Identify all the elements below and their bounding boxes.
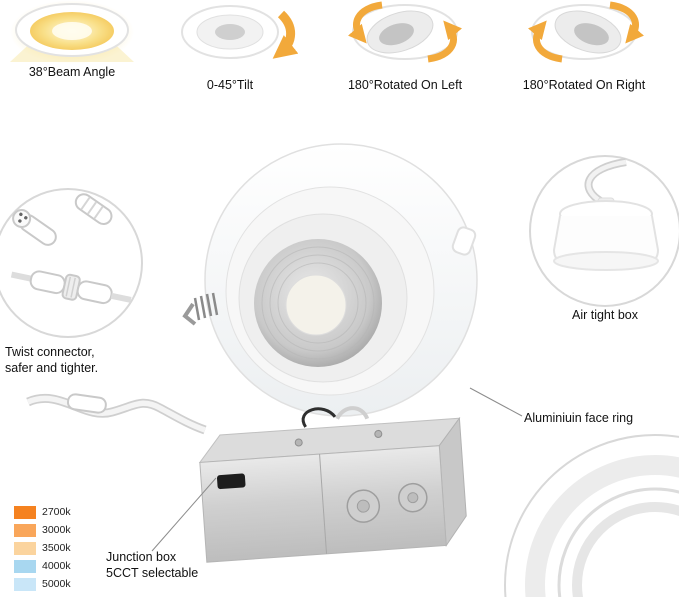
cct-legend-item: 2700k <box>14 503 71 521</box>
thumb-tilt-photo <box>181 5 299 59</box>
cct-legend-label: 3500k <box>42 542 71 554</box>
cct-color-swatch <box>14 523 36 537</box>
thumb-rotate-right-photo <box>527 1 645 63</box>
feature-label-beam-angle: 38°Beam Angle <box>28 65 116 79</box>
face-ring-detail-circle <box>504 434 679 597</box>
rotate-left-arrow2-icon <box>427 20 463 63</box>
cct-legend-label: 5000k <box>42 578 71 590</box>
callout-junction-box-line2: 5CCT selectable <box>106 566 199 580</box>
callout-face-ring: Aluminiuin face ring <box>524 411 634 425</box>
cct-legend-label: 2700k <box>42 506 71 518</box>
cct-legend-item: 3000k <box>14 521 71 539</box>
leader-line-junction-box <box>151 477 217 552</box>
cct-color-swatch <box>14 559 36 573</box>
mounting-clip-icon <box>182 292 219 326</box>
thumb-beam-angle-photo <box>10 0 134 64</box>
callout-junction-box-line1: Junction box <box>106 550 177 564</box>
rotate-left-arrow-icon <box>347 1 383 44</box>
feature-label-tilt: 0-45°Tilt <box>206 78 254 92</box>
cct-legend-item: 4000k <box>14 557 71 575</box>
callout-twist-connector-line1: Twist connector, <box>5 345 95 359</box>
cct-color-swatch <box>14 577 36 591</box>
tilt-arrow-icon <box>272 10 299 59</box>
junction-box-slot <box>216 473 246 490</box>
cct-legend-label: 3000k <box>42 524 71 536</box>
cct-legend-item: 5000k <box>14 575 71 593</box>
callout-twist-connector: Twist connector, safer and tighter. <box>5 344 145 376</box>
cct-color-swatch <box>14 541 36 555</box>
air-tight-box-detail-circle <box>529 155 679 307</box>
callout-junction-box: Junction box 5CCT selectable <box>106 549 246 581</box>
feature-label-rotate-right: 180°Rotated On Right <box>522 78 646 92</box>
twist-connector-detail-circle <box>0 188 143 338</box>
main-light-photo <box>182 143 478 417</box>
cct-legend-item: 3500k <box>14 539 71 557</box>
thumb-rotate-left-photo <box>347 1 463 63</box>
cct-color-swatch <box>14 505 36 519</box>
feature-label-rotate-left: 180°Rotated On Left <box>347 78 463 92</box>
rotate-right-arrow2-icon <box>609 1 645 44</box>
cable-photo <box>26 393 207 435</box>
rotate-right-arrow-icon <box>527 20 563 63</box>
callout-air-tight-box: Air tight box <box>571 308 638 322</box>
callout-twist-connector-line2: safer and tighter. <box>5 361 99 375</box>
leader-line-face-ring <box>469 387 523 417</box>
cct-legend: 2700k 3000k 3500k 4000k 5000k <box>14 503 71 593</box>
cct-legend-label: 4000k <box>42 560 71 572</box>
junction-box-photo <box>198 406 467 563</box>
